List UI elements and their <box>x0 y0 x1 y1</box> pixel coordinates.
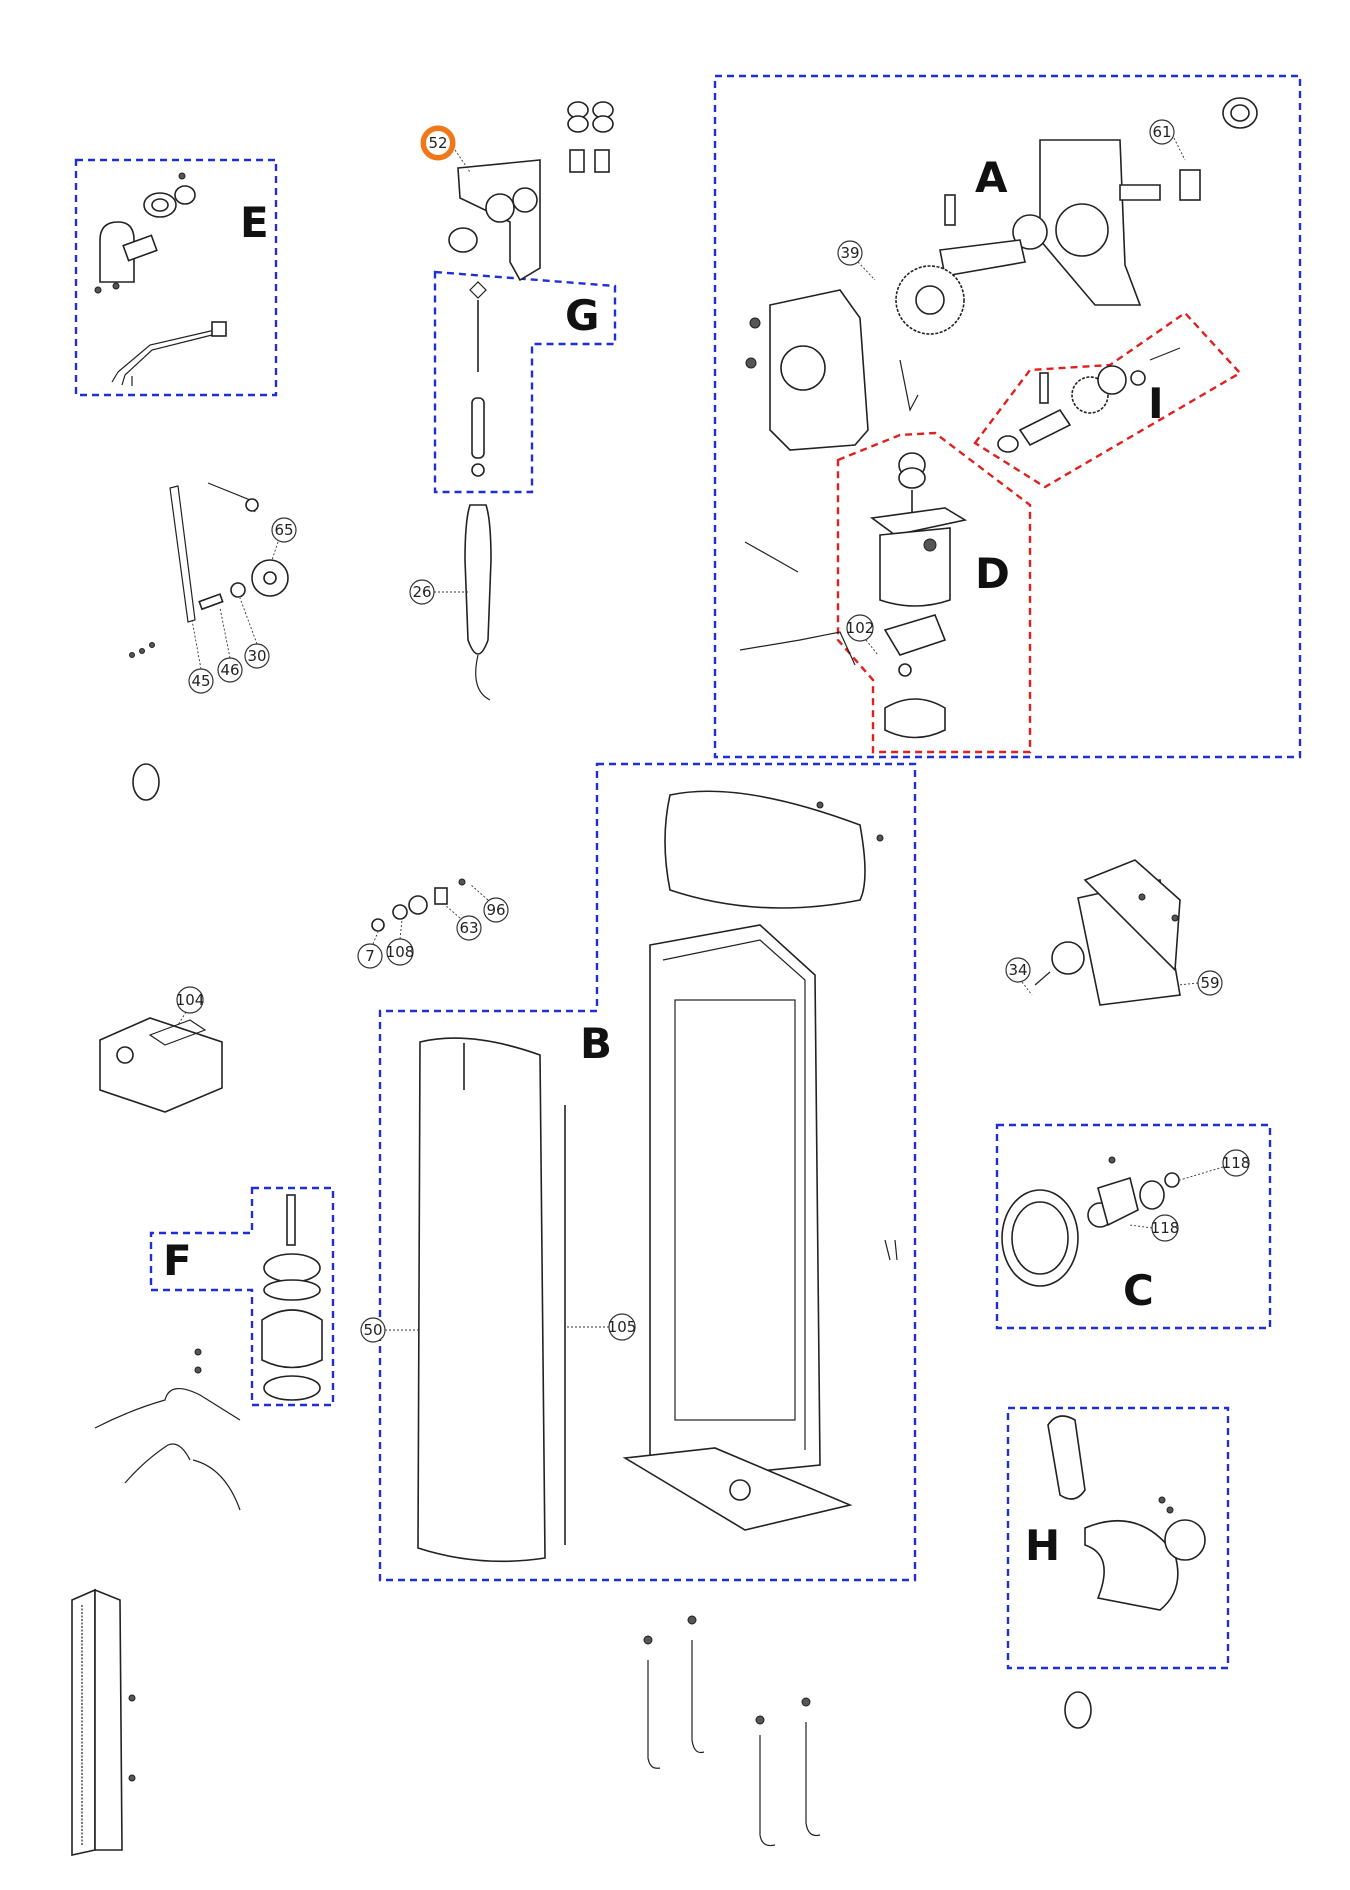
svg-text:59: 59 <box>1200 974 1219 992</box>
svg-text:96: 96 <box>486 901 505 919</box>
rail-part <box>71 1588 136 1856</box>
group-label-c: C <box>1123 1266 1154 1315</box>
hardware-small-parts <box>371 878 466 932</box>
group-f-boundary <box>149 1186 335 1407</box>
svg-text:102: 102 <box>846 619 875 637</box>
callout-26: 26 <box>409 579 435 605</box>
svg-text:46: 46 <box>220 661 239 679</box>
group-g-boundary <box>433 270 617 494</box>
callout-46: 46 <box>217 657 243 683</box>
group-e-parts <box>94 172 227 386</box>
linkage-parts <box>129 482 289 801</box>
svg-text:61: 61 <box>1152 123 1171 141</box>
group-c-parts <box>1001 1156 1180 1287</box>
group-label-e: E <box>240 198 269 247</box>
svg-text:105: 105 <box>608 1318 637 1336</box>
svg-text:104: 104 <box>176 991 205 1009</box>
callout-63: 63 <box>456 915 482 941</box>
group-label-i: I <box>1148 379 1164 428</box>
callout-50: 50 <box>360 1317 386 1343</box>
svg-text:34: 34 <box>1008 961 1027 979</box>
group-i-parts <box>997 347 1181 453</box>
svg-text:39: 39 <box>840 244 859 262</box>
group-d-parts <box>739 452 968 739</box>
svg-text:65: 65 <box>274 521 293 539</box>
callout-102: 102 <box>846 614 875 642</box>
cable-parts <box>94 1348 241 1511</box>
callout-45: 45 <box>188 668 214 694</box>
callout-61: 61 <box>1149 119 1175 145</box>
group-f-parts <box>261 1194 323 1401</box>
anchor-bolts <box>643 1615 821 1847</box>
group-g-parts <box>448 101 614 701</box>
svg-text:45: 45 <box>191 672 210 690</box>
group-i-boundary <box>973 311 1242 489</box>
bracket-parts <box>1034 859 1181 1006</box>
callout-52: 52 <box>420 125 456 161</box>
group-label-g: G <box>565 291 599 340</box>
callout-96: 96 <box>483 897 509 923</box>
group-e-boundary <box>74 158 278 397</box>
group-h-parts <box>1047 1415 1206 1729</box>
group-c-boundary <box>995 1123 1272 1330</box>
callout-104: 104 <box>176 986 205 1014</box>
svg-text:30: 30 <box>247 647 266 665</box>
svg-text:52: 52 <box>428 134 447 152</box>
callout-30: 30 <box>244 643 270 669</box>
callout-105: 105 <box>608 1313 637 1341</box>
callout-108: 108 <box>386 938 415 966</box>
callout-118-bottom: 118 <box>1151 1214 1180 1242</box>
svg-text:63: 63 <box>459 919 478 937</box>
svg-text:108: 108 <box>386 943 415 961</box>
group-b-boundary <box>378 762 917 1582</box>
callout-34: 34 <box>1005 957 1031 983</box>
control-board <box>99 1017 223 1113</box>
callout-65: 65 <box>271 517 297 543</box>
callout-39: 39 <box>837 240 863 266</box>
group-h-boundary <box>1006 1406 1230 1670</box>
svg-text:50: 50 <box>363 1321 382 1339</box>
group-a-boundary <box>713 74 1302 759</box>
group-label-b: B <box>580 1019 612 1068</box>
svg-text:7: 7 <box>365 947 375 965</box>
callout-118-top: 118 <box>1222 1149 1251 1177</box>
group-label-d: D <box>975 549 1010 598</box>
group-label-f: F <box>163 1236 192 1285</box>
svg-text:26: 26 <box>412 583 431 601</box>
group-b-parts <box>417 790 898 1563</box>
group-label-h: H <box>1025 1521 1060 1570</box>
group-a-parts <box>745 97 1258 451</box>
svg-text:118: 118 <box>1151 1219 1180 1237</box>
group-label-a: A <box>975 153 1008 202</box>
svg-text:118: 118 <box>1222 1154 1251 1172</box>
callout-7: 7 <box>357 943 383 969</box>
callout-59: 59 <box>1197 970 1223 996</box>
